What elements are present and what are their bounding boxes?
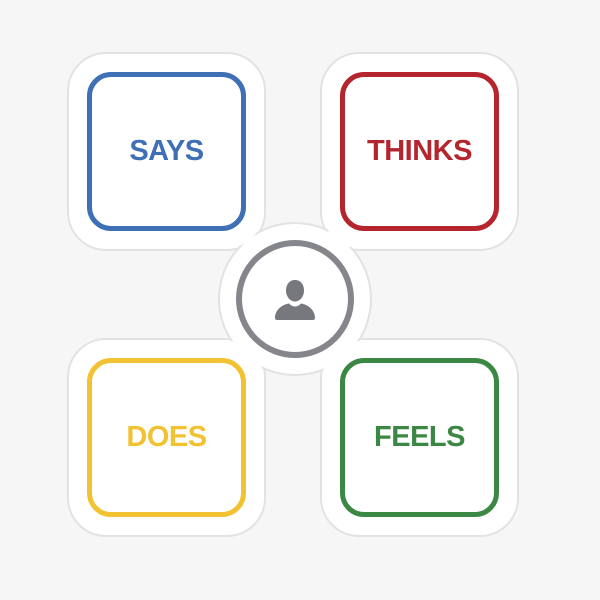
- feels-box: FEELS: [340, 358, 499, 517]
- does-label: DOES: [126, 421, 207, 453]
- does-box: DOES: [87, 358, 246, 517]
- feels-label: FEELS: [374, 421, 465, 453]
- says-box: SAYS: [87, 72, 246, 231]
- says-label: SAYS: [129, 135, 204, 167]
- center-circle: [236, 240, 354, 358]
- thinks-label: THINKS: [367, 135, 472, 167]
- thinks-box: THINKS: [340, 72, 499, 231]
- person-icon: [275, 280, 315, 320]
